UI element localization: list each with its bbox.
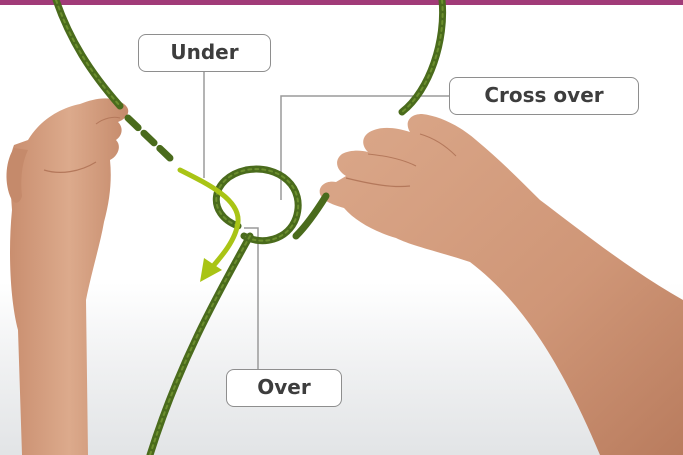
cross-over-label: Cross over <box>449 77 639 115</box>
rope-bottom-strand <box>150 236 250 455</box>
rope-left-strand <box>56 0 120 106</box>
under-label: Under <box>138 34 271 72</box>
curved-arrow-icon <box>180 170 238 282</box>
left-hand <box>7 98 129 455</box>
rope-end-dashed <box>128 118 172 160</box>
rope-loop <box>216 169 298 241</box>
right-hand <box>320 114 683 455</box>
over-label: Over <box>226 369 342 407</box>
